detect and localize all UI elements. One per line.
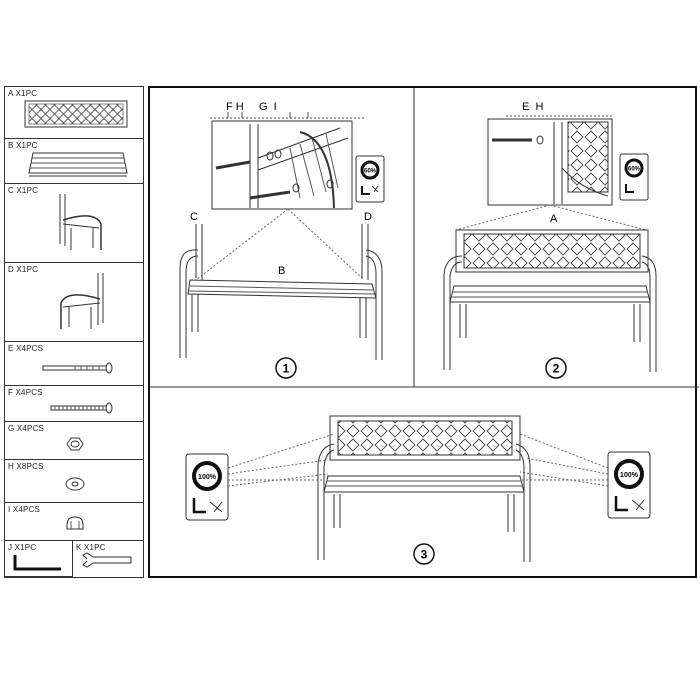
step3-number: 3 [421,548,428,562]
part-f: F X4PCS [5,386,143,422]
step2-tighten-text: 60% [628,167,641,173]
step3-right-tighten-text: 100% [620,472,639,479]
step1-number: 1 [283,362,290,376]
hex-nut-icon [66,437,84,451]
allen-key-icon [361,186,370,195]
rotation-icon [192,461,222,491]
wrench-icon [209,501,223,513]
part-g-label: G X4PCS [8,424,45,433]
part-h-label: H X8PCS [8,462,44,471]
cap-nut-icon [66,516,84,530]
allen-key-icon [192,498,206,514]
side-frame-left-icon [59,194,102,250]
step2-callout-letters: E H [522,101,543,113]
step1-callout-letters: F H G I [226,101,277,113]
step3-left-tighten-text: 100% [198,474,217,481]
part-k-label: K X1PC [76,543,106,552]
step-2: E H 60% A [443,101,657,379]
step-1: F H G I 60% [179,101,385,379]
part-j-label: J X1PC [8,543,37,552]
part-k: K X1PC [73,541,143,577]
side-frame-right-icon [60,273,104,329]
part-h: H X8PCS [5,460,143,503]
part-d: D X1PC [5,263,143,342]
wrench-icon [371,185,379,193]
step1-tighten-text: 60% [364,169,377,175]
step3-backrest [329,415,521,461]
wrench-icon [82,552,132,568]
part-b-label: B X1PC [8,141,38,150]
assembly-canvas: F H G I 60% [150,88,699,565]
allen-key-icon [625,184,634,193]
part-g: G X4PCS [5,422,143,460]
wrench-icon [631,499,645,511]
threaded-bolt-icon [50,402,113,414]
long-bolt-icon [42,362,113,374]
part-i: I X4PCS [5,503,143,541]
part-e-label: E X4PCS [8,344,44,353]
washer-icon [65,477,85,491]
part-j: J X1PC [5,541,73,577]
part-c: C X1PC [5,184,143,263]
step3-number-circle [413,543,435,565]
allen-key-icon [13,555,61,571]
step1-label-b: B [278,265,285,277]
part-i-label: I X4PCS [8,505,41,514]
step1-label-d: D [364,211,372,223]
step2-number: 2 [553,362,560,376]
part-e: E X4PCS [5,342,143,386]
step1-number-circle [275,357,297,379]
rotation-icon [624,158,644,178]
part-d-label: D X1PC [8,265,39,274]
allen-key-icon [614,496,628,512]
assembly-diagram: F H G I 60% [148,86,699,578]
part-f-label: F X4PCS [8,388,43,397]
rotation-icon [614,459,644,489]
step1-label-c: C [190,211,198,223]
step2-label-a: A [550,213,558,225]
part-a-label: A X1PC [8,89,38,98]
seat-slats-icon [28,152,128,177]
parts-list: A X1PC B X1PC C X1PC [4,86,144,578]
step-3: 100% 100% 3 [185,415,651,565]
part-a: A X1PC [5,87,143,139]
part-b: B X1PC [5,139,143,184]
backrest-panel-icon [24,100,128,128]
part-c-label: C X1PC [8,186,39,195]
step2-backrest [455,229,649,273]
rotation-icon [360,160,380,180]
step2-number-circle [545,357,567,379]
